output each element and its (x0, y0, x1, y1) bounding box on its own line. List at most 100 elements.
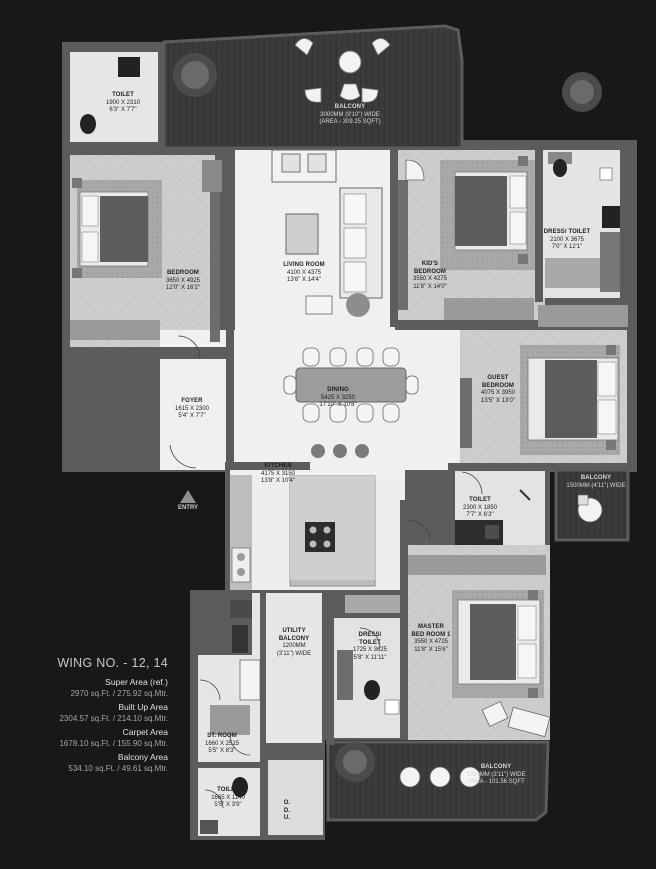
room-name: DINING (327, 387, 349, 393)
room-label-st-room: ST. ROOM 1660 X 2515 5'5" X 8'3" (205, 733, 239, 756)
room-dims: 3000MM (9'10") WIDE (320, 111, 380, 118)
kids-bedroom-furniture (398, 156, 535, 320)
room-name: DRESS/ TOILET (543, 229, 591, 235)
area-legend: WING NO. - 12, 14 Super Area (ref.) 2970… (8, 656, 168, 776)
room-label-balcony-bottom: BALCONY 1200MM (3'11") WIDE AREA - 101.5… (466, 764, 525, 787)
kitchen-fixtures (230, 444, 376, 590)
room-label-toilet-top: TOILET 1900 X 2310 6'3" X 7'7" (106, 92, 140, 115)
bottom-balcony-lounge (335, 742, 481, 788)
room-dims: 3650 X 4925 (165, 277, 201, 284)
room-imperial: 7'7" X 6'3" (466, 512, 494, 518)
room-name: ST. ROOM (207, 733, 237, 739)
dining-furniture (283, 347, 419, 423)
room-imperial: 11'8" X 15'6" (414, 646, 448, 653)
room-imperial: 7'0" X 12'1" (551, 244, 583, 250)
super-area-label: Super Area (ref.) (105, 677, 168, 687)
wing-number: WING NO. - 12, 14 (57, 656, 168, 670)
room-dims: 5425 X 3250 (320, 394, 356, 401)
room-dims: 1665 X 1140 (211, 794, 245, 801)
balcony-area-value: 534.10 sq.Ft. / 49.61 sq.Mtr. (68, 764, 168, 773)
room-label-balcony-small: BALCONY 1500MM (4'11") WIDE (566, 475, 625, 490)
room-dims: 4100 X 4375 (286, 269, 322, 276)
room-name: MASTER BED ROOM 1 (411, 624, 451, 638)
room-dims: 4175 X 3150 (260, 470, 296, 477)
room-imperial: 12'0" X 16'2" (166, 285, 200, 291)
master-bedroom-furniture (408, 555, 551, 738)
room-imperial: 13'5" X 13'0" (481, 397, 515, 404)
room-name: TOILET (112, 92, 134, 98)
door-swings (169, 335, 483, 809)
room-dims: 3550 X 4275 (412, 276, 448, 282)
balcony-lounge-set (173, 38, 602, 112)
room-dims: 1660 X 2515 (204, 740, 240, 747)
bedroom-left-furniture (70, 160, 222, 342)
room-name: BALCONY (334, 104, 366, 110)
room-label-kids-bedroom: KID'S BEDROOM 3550 X 4275 11'8" X 14'0" (409, 261, 451, 291)
room-dims: 2100 X 3675 (549, 236, 585, 243)
built-up-area-label: Built Up Area (118, 702, 168, 712)
room-label-toilet-bottom: TOILET 1665 X 1140 5'5" X 3'9" (211, 787, 245, 810)
room-label-dining: DINING 5425 X 3250 17'10" X 10'8" (319, 387, 356, 410)
room-imperial: 5'4" X 7'7" (178, 413, 206, 419)
room-dims: 1200MM (282, 643, 306, 649)
room-name: DRESS/ TOILET (358, 632, 382, 646)
built-up-area-value: 2304.57 sq.Ft. / 214.10 sq.Mtr. (59, 714, 168, 723)
room-imperial: 13'6" X 14'4" (287, 277, 321, 283)
room-name: KITCHEN (264, 463, 292, 469)
room-imperial: 6'3" X 7'7" (109, 107, 137, 113)
room-name: UTILITY BALCONY (278, 628, 310, 642)
room-imperial: AREA - 101.56 SQFT (467, 779, 525, 785)
toilet-mid-fixtures (455, 489, 603, 545)
room-label-kitchen: KITCHEN 4175 X 3150 13'8" X 10'4" (261, 463, 295, 486)
guest-bedroom-furniture (460, 345, 620, 455)
room-imperial: 5'5" X 3'9" (214, 802, 242, 808)
room-imperial: 17'10" X 10'8" (319, 402, 357, 408)
room-name: LIVING ROOM (283, 262, 325, 268)
toilet-top-fixtures (80, 57, 140, 134)
super-area-value: 2970 sq.Ft. / 275.92 sq.Mtr. (70, 689, 168, 698)
balcony-decks (162, 24, 630, 822)
room-imperial: 11'8" X 14'0" (413, 283, 447, 290)
room-label-toilet-mid: TOILET 2300 X 1850 7'7" X 6'3" (463, 497, 497, 520)
dress-toilet-right-fixtures (538, 152, 628, 327)
room-label-bedroom: BEDROOM 3650 X 4925 12'0" X 16'2" (166, 270, 200, 293)
room-name: TOILET (469, 497, 491, 503)
entry-label: ENTRY (177, 505, 199, 511)
entry-arrow-icon (180, 490, 196, 503)
room-dims: 3550 X 4725 (413, 639, 449, 645)
room-name: BALCONY (580, 475, 612, 481)
room-dims: 1900 X 2310 (105, 99, 141, 106)
balcony-area-label: Balcony Area (117, 752, 168, 762)
room-name: GUEST BEDROOM (481, 375, 515, 389)
room-label-master-bedroom: MASTER BED ROOM 1 3550 X 4725 11'8" X 15… (411, 624, 451, 654)
room-label-dress-toilet-right: DRESS/ TOILET 2100 X 3675 7'0" X 12'1" (544, 229, 591, 252)
room-name: TOILET (217, 787, 239, 793)
room-name: KID'S BEDROOM (413, 261, 447, 275)
room-label-odu: O.D.U. (283, 800, 291, 823)
entry-marker: ENTRY (168, 490, 208, 511)
room-dims: 1500MM (4'11") WIDE (566, 482, 626, 489)
room-dims: 1615 X 2300 (174, 405, 210, 412)
room-dims: 2300 X 1850 (462, 504, 498, 511)
room-imperial: 13'8" X 10'4" (261, 478, 295, 484)
room-imperial: (3'11") WIDE (276, 650, 312, 657)
utility-store-fixtures (200, 600, 261, 834)
room-imperial: 5'8" X 11'11" (353, 654, 387, 661)
living-room-furniture (271, 149, 383, 317)
carpet-area-value: 1678.10 sq.Ft. / 155.90 sq.Mtr. (59, 739, 168, 748)
room-label-foyer: FOYER 1615 X 2300 5'4" X 7'7" (175, 398, 209, 421)
room-dims: 1725 X 3625 (352, 647, 388, 653)
room-name: FOYER (181, 398, 203, 404)
room-name: BEDROOM (166, 270, 200, 276)
carpet-area-label: Carpet Area (122, 727, 168, 737)
room-label-guest-bedroom: GUEST BEDROOM 4075 X 3950 13'5" X 13'0" (477, 375, 519, 405)
room-label-living-room: LIVING ROOM 4100 X 4375 13'6" X 14'4" (283, 262, 324, 285)
dress-toilet-left-fixtures (337, 595, 400, 715)
room-label-balcony-top: BALCONY 3000MM (9'10") WIDE (AREA - 309.… (319, 104, 380, 127)
room-dims: 1200MM (3'11") WIDE (466, 771, 526, 778)
room-label-utility-balcony: UTILITY BALCONY 1200MM (3'11") WIDE (270, 628, 318, 658)
room-dims: 4075 X 3950 (480, 390, 516, 396)
room-name: BALCONY (480, 764, 512, 770)
room-imperial: (AREA - 309.25 SQFT) (319, 119, 381, 125)
